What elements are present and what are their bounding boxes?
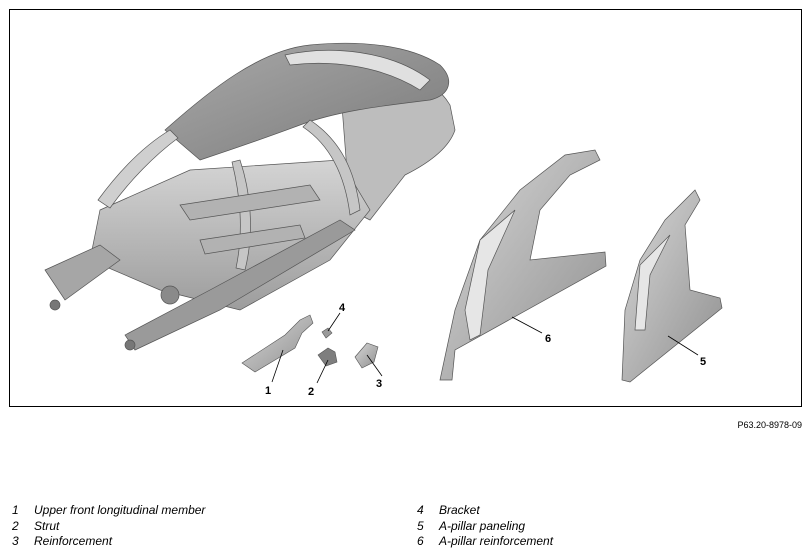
callout-3: 3 <box>376 378 382 390</box>
legend-item: 3 Reinforcement <box>12 534 205 550</box>
legend-label: A-pillar paneling <box>439 518 526 533</box>
part-4-bracket <box>321 327 333 339</box>
part-3-reinforcement <box>354 342 379 369</box>
legend-label: A-pillar reinforcement <box>439 534 554 548</box>
legend-right: 4 Bracket 5 A-pillar paneling 6 A-pillar… <box>417 503 553 550</box>
part-2-strut <box>317 347 338 367</box>
callout-2: 2 <box>308 386 314 398</box>
illustration-frame: 1 2 3 4 5 6 <box>9 9 802 407</box>
legend-item: 5 A-pillar paneling <box>417 519 553 535</box>
part-1-upper-front-longitudinal-member <box>241 314 314 373</box>
legend-num: 3 <box>12 534 19 548</box>
callout-4: 4 <box>339 302 346 314</box>
legend-label: Bracket <box>439 503 480 517</box>
legend-num: 5 <box>417 518 424 533</box>
figure-reference: P63.20-8978-09 <box>737 420 802 430</box>
legend-num: 1 <box>12 503 19 517</box>
legend-item: 2 Strut <box>12 519 205 535</box>
callout-6: 6 <box>545 333 551 345</box>
body-shell-illustration: 1 2 3 4 5 6 <box>44 42 723 398</box>
callout-leaders <box>271 312 699 384</box>
legend-num: 2 <box>12 518 19 533</box>
legend-item: 1 Upper front longitudinal member <box>12 503 205 519</box>
part-6-a-pillar-reinforcement <box>439 149 607 381</box>
legend-num: 4 <box>417 503 424 517</box>
legend-left: 1 Upper front longitudinal member 2 Stru… <box>12 503 205 550</box>
legend-label: Upper front longitudinal member <box>34 503 206 517</box>
part-5-a-pillar-paneling <box>621 189 723 383</box>
callout-5: 5 <box>700 356 706 368</box>
legend-label: Strut <box>34 518 60 533</box>
legend-num: 6 <box>417 534 424 548</box>
legend-item: 4 Bracket <box>417 503 553 519</box>
car-body-shell <box>44 42 456 351</box>
legend-label: Reinforcement <box>34 534 113 548</box>
callout-1: 1 <box>265 385 271 397</box>
legend-item: 6 A-pillar reinforcement <box>417 534 553 550</box>
